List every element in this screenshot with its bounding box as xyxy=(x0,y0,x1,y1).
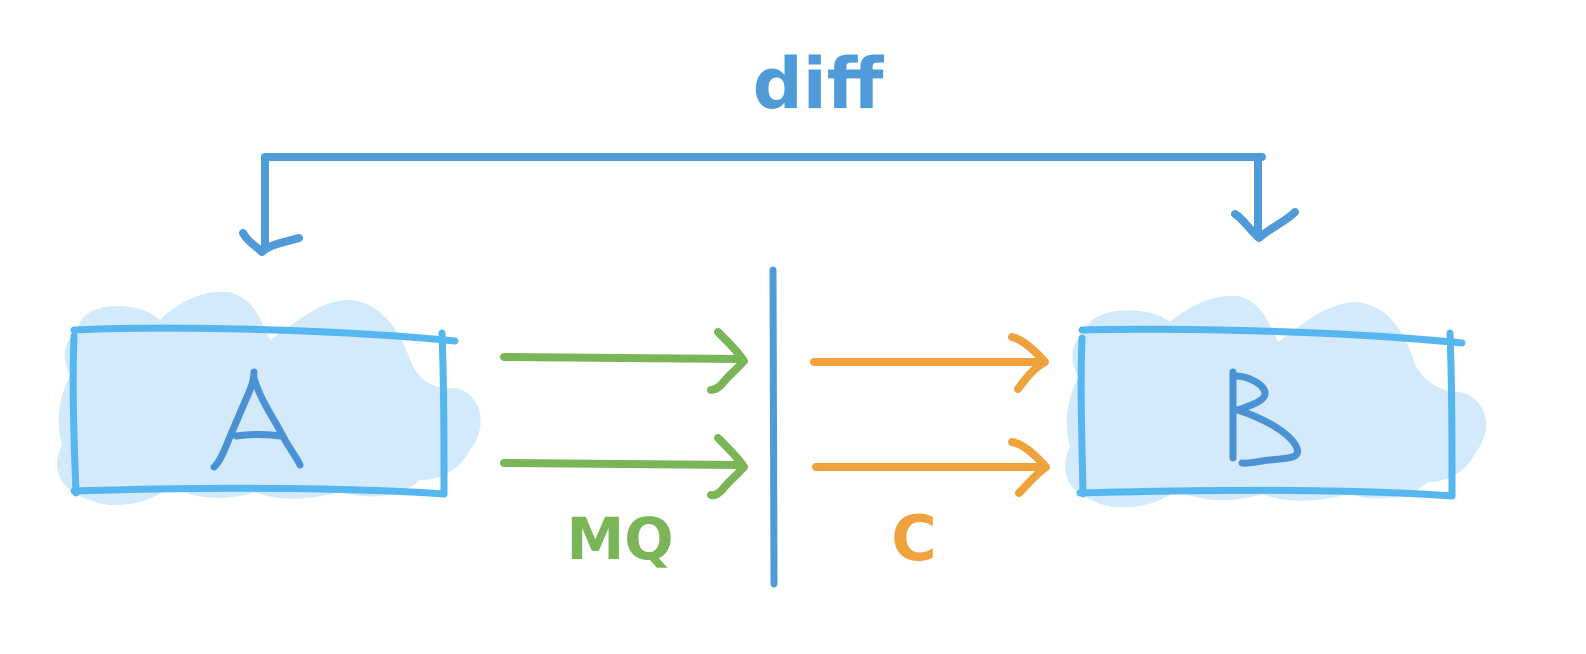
node-b-box-top xyxy=(1078,325,1466,347)
c-arrows xyxy=(810,333,1050,497)
c-label: C xyxy=(891,502,937,575)
diff-bracket xyxy=(239,153,1299,256)
node-b-cloud xyxy=(1065,295,1487,508)
diff-label: diff xyxy=(753,43,885,125)
c-arrow-bottom-head-icon xyxy=(1008,438,1050,497)
mq-arrow-top-head-icon xyxy=(707,328,748,394)
node-a-box-top xyxy=(70,324,459,345)
mq-arrows xyxy=(500,328,748,500)
node-a-box-right xyxy=(438,329,448,498)
node-a-box-bottom xyxy=(70,484,448,498)
arrowhead-into-b-icon xyxy=(1231,208,1299,242)
mq-label: MQ xyxy=(566,505,673,573)
node-a-box-left xyxy=(69,332,80,497)
mq-arrow-top xyxy=(500,353,746,363)
node-a-letter xyxy=(210,368,304,471)
c-arrow-top-head-icon xyxy=(1008,333,1049,393)
node-a-letter-crossbar xyxy=(232,431,285,440)
node-a-box xyxy=(69,324,459,498)
node-a-cloud-shape xyxy=(57,291,481,506)
node-b-box-left xyxy=(1077,334,1087,498)
mq-arrow-bottom xyxy=(500,459,746,469)
node-b-box-bottom xyxy=(1076,486,1456,500)
mq-arrow-bottom-head-icon xyxy=(707,434,748,500)
node-b-cloud-shape xyxy=(1065,295,1487,508)
arrowhead-into-a-icon xyxy=(239,229,303,256)
node-b-letter xyxy=(1229,368,1301,467)
node-a-cloud xyxy=(57,291,481,506)
node-b-letter-upper-bowl xyxy=(1231,372,1269,414)
separator-line xyxy=(769,266,778,588)
node-a-letter-stroke-right xyxy=(250,374,304,469)
node-b-box-right xyxy=(1446,329,1456,500)
node-b-box xyxy=(1076,325,1466,500)
node-b-letter-lower-bowl xyxy=(1234,406,1301,467)
